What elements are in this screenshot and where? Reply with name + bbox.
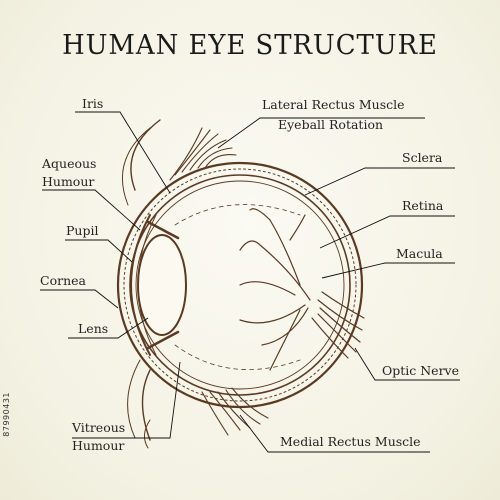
lateral-rectus-muscle <box>169 127 237 181</box>
label-macula: Macula <box>396 246 443 261</box>
lash-lower <box>144 419 151 449</box>
label-aqueous-humour-1: Aqueous <box>42 156 97 171</box>
label-pupil: Pupil <box>66 223 99 238</box>
eyelid-upper <box>130 119 161 191</box>
vitreous-dashes <box>174 344 301 370</box>
optic-nerve <box>311 291 365 359</box>
ciliary-bottom <box>146 330 180 350</box>
retinal-vessels <box>239 208 311 371</box>
ciliary-top <box>146 220 180 240</box>
label-lateral-rectus-muscle: Lateral Rectus Muscle <box>262 97 405 112</box>
eyelid-upper-2 <box>121 127 151 206</box>
leader-lines <box>40 111 460 453</box>
cornea-shape <box>130 214 151 356</box>
label-eyeball-rotation: Eyeball Rotation <box>278 117 384 132</box>
label-iris: Iris <box>82 96 104 111</box>
label-vitreous-humour-2: Humour <box>72 438 125 453</box>
label-sclera: Sclera <box>402 150 443 165</box>
label-lens: Lens <box>78 321 109 336</box>
sclera-band <box>123 168 357 402</box>
label-retina: Retina <box>402 198 444 213</box>
label-vitreous-humour-1: Vitreous <box>72 420 126 435</box>
eyelid-lower-2 <box>127 359 141 439</box>
eyelid-lower <box>141 369 151 441</box>
label-optic-nerve: Optic Nerve <box>382 363 460 378</box>
sclera-outer <box>116 161 364 409</box>
label-cornea: Cornea <box>40 273 86 288</box>
label-medial-rectus-muscle: Medial Rectus Muscle <box>280 434 421 449</box>
lens-shape <box>137 234 187 336</box>
retina-layer <box>135 180 345 390</box>
label-aqueous-humour-2: Humour <box>42 174 95 189</box>
image-id-credit: 87990431 <box>2 392 11 437</box>
diagram-title: HUMAN EYE STRUCTURE <box>62 30 438 61</box>
medial-rectus-muscle <box>201 387 269 436</box>
